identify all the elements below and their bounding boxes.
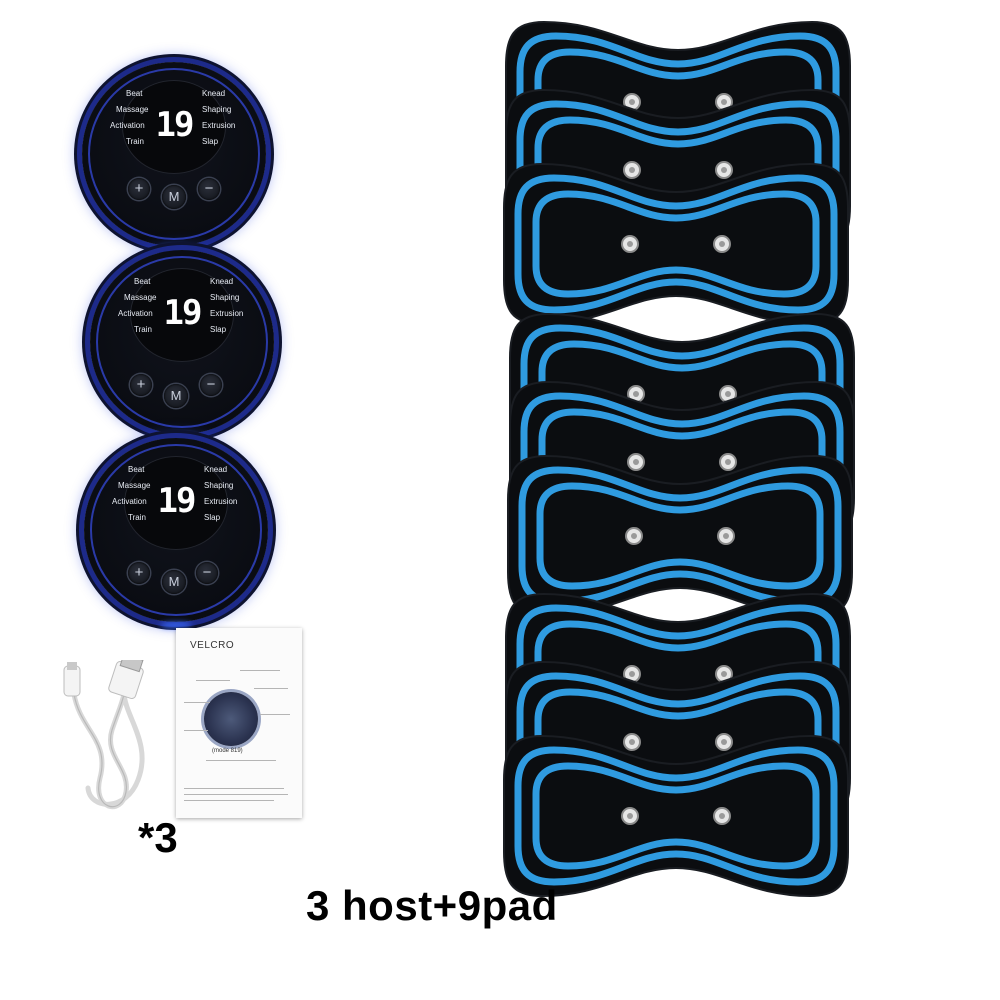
manual-model: (mode 819): [212, 748, 243, 754]
manual-booklet: VELCRO (mode 819): [176, 628, 302, 818]
mode-label: Activation: [118, 309, 153, 318]
mode-label: Extrusion: [204, 497, 238, 506]
display-digits: 19: [163, 293, 203, 333]
mode-label: Shaping: [210, 293, 240, 302]
host-device-3: Beat Massage Activation Train Knead Shap…: [84, 438, 268, 628]
text-line: [184, 788, 284, 789]
host-ring: [90, 444, 262, 616]
mode-label: Massage: [116, 105, 149, 114]
mode-label: Train: [126, 137, 144, 146]
text-line: [260, 714, 290, 715]
power-indicator: [160, 622, 192, 628]
power-indicator: [158, 246, 190, 252]
mode-label: Slap: [210, 325, 227, 334]
minus-button[interactable]: −: [200, 374, 222, 396]
text-line: [254, 688, 288, 689]
host-display: Beat Massage Activation Train Knead Shap…: [112, 456, 237, 550]
mode-label: Knead: [204, 465, 228, 474]
text-line: [196, 680, 230, 681]
mode-label: Slap: [204, 513, 221, 522]
text-line: [184, 730, 208, 731]
plus-button[interactable]: +: [130, 374, 152, 396]
mode-button[interactable]: M: [162, 185, 186, 209]
text-line: [184, 800, 274, 801]
text-line: [184, 794, 288, 795]
mode-label: Slap: [202, 137, 219, 146]
mode-label: Knead: [202, 89, 226, 98]
quantity-label: *3: [138, 814, 178, 861]
display-digits: 19: [155, 105, 195, 145]
mode-label: Beat: [128, 465, 145, 474]
manual-title: VELCRO: [190, 640, 235, 651]
electrode-pad: [506, 448, 854, 624]
display-digits: 19: [157, 481, 197, 521]
host-display: Beat Massage Activation Train Knead Shap…: [110, 80, 235, 174]
text-line: [184, 702, 210, 703]
host-ring: [96, 256, 268, 428]
mode-label: Shaping: [202, 105, 232, 114]
text-line: [240, 670, 280, 671]
mode-label: Massage: [124, 293, 157, 302]
mode-label: Knead: [210, 277, 234, 286]
electrode-pad: [502, 728, 850, 904]
mode-label: Train: [134, 325, 152, 334]
mode-label: Beat: [134, 277, 151, 286]
device-diagram: [204, 692, 258, 746]
mode-label: Extrusion: [210, 309, 244, 318]
mode-label: Massage: [118, 481, 151, 490]
host-display: Beat Massage Activation Train Knead Shap…: [118, 268, 243, 362]
product-caption: 3 host+9pad: [306, 882, 558, 929]
mode-button[interactable]: M: [164, 384, 188, 408]
mode-button[interactable]: M: [162, 570, 186, 594]
mode-label: Activation: [112, 497, 147, 506]
mode-label: Shaping: [204, 481, 234, 490]
power-indicator: [166, 434, 198, 440]
usb-cable-icon: [60, 653, 160, 820]
minus-button[interactable]: −: [196, 562, 218, 584]
plus-button[interactable]: +: [128, 562, 150, 584]
host-device-2: Beat Massage Activation Train Knead Shap…: [90, 250, 274, 440]
minus-button[interactable]: −: [198, 178, 220, 200]
mode-label: Extrusion: [202, 121, 236, 130]
host-device-1: Beat Massage Activation Train Knead Shap…: [82, 62, 266, 252]
plus-button[interactable]: +: [128, 178, 150, 200]
mode-label: Activation: [110, 121, 145, 130]
text-line: [206, 760, 276, 761]
mode-label: Beat: [126, 89, 143, 98]
host-ring: [88, 68, 260, 240]
electrode-pad: [502, 156, 850, 332]
mode-label: Train: [128, 513, 146, 522]
